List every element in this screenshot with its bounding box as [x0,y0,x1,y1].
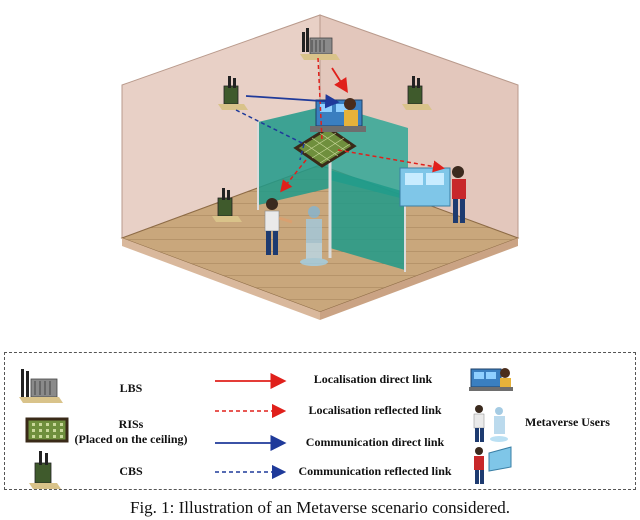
metaverse-users-label: Metaverse Users [525,415,610,429]
ris-ceiling-panel [293,126,357,168]
communication-reflected-dash [235,109,305,145]
ris-label: RISs [118,417,144,431]
comm-direct-label: Communication direct link [305,435,445,449]
comm-reflected-label: Communication reflected link [298,464,452,478]
loc-direct-label: Localisation direct link [313,372,433,386]
localisation-reflected-right [337,149,445,173]
handshake-users-icon [473,405,508,442]
cbs-left-device [218,76,248,110]
ris-icon [25,417,69,443]
signal-links [235,57,445,193]
cbs-label: CBS [119,464,143,478]
cbs-right-device [402,76,432,110]
vr-screen-user [399,166,466,223]
seated-user-icon [469,368,513,391]
metaverse-room-scene [120,14,520,320]
floor-shade-right [320,238,518,320]
loc-reflected-label: Localisation reflected link [308,403,442,417]
vr-screen-user-icon [474,446,512,484]
cbs-lower-left-device [212,188,242,222]
hologram-user [300,206,328,266]
seated-user-workstation [310,98,366,132]
ris-note: (Placed on the ceiling) [74,432,188,446]
standing-user-handshake [264,198,293,255]
cbs-icon [29,451,61,489]
localisation-direct-arrow [331,67,348,94]
floor-shade [122,238,320,320]
communication-reflected-dash-2 [299,143,305,161]
legend-graphics [19,368,513,489]
lbs-icon [19,369,63,403]
legend-box: LBS RISs (Placed on the ceiling) CBS Loc… [4,352,636,490]
communication-direct-arrow [245,94,340,109]
figure-caption: Fig. 1: Illustration of an Metaverse sce… [129,498,511,517]
lbs-top-device [300,28,340,60]
lbs-label: LBS [119,381,143,395]
